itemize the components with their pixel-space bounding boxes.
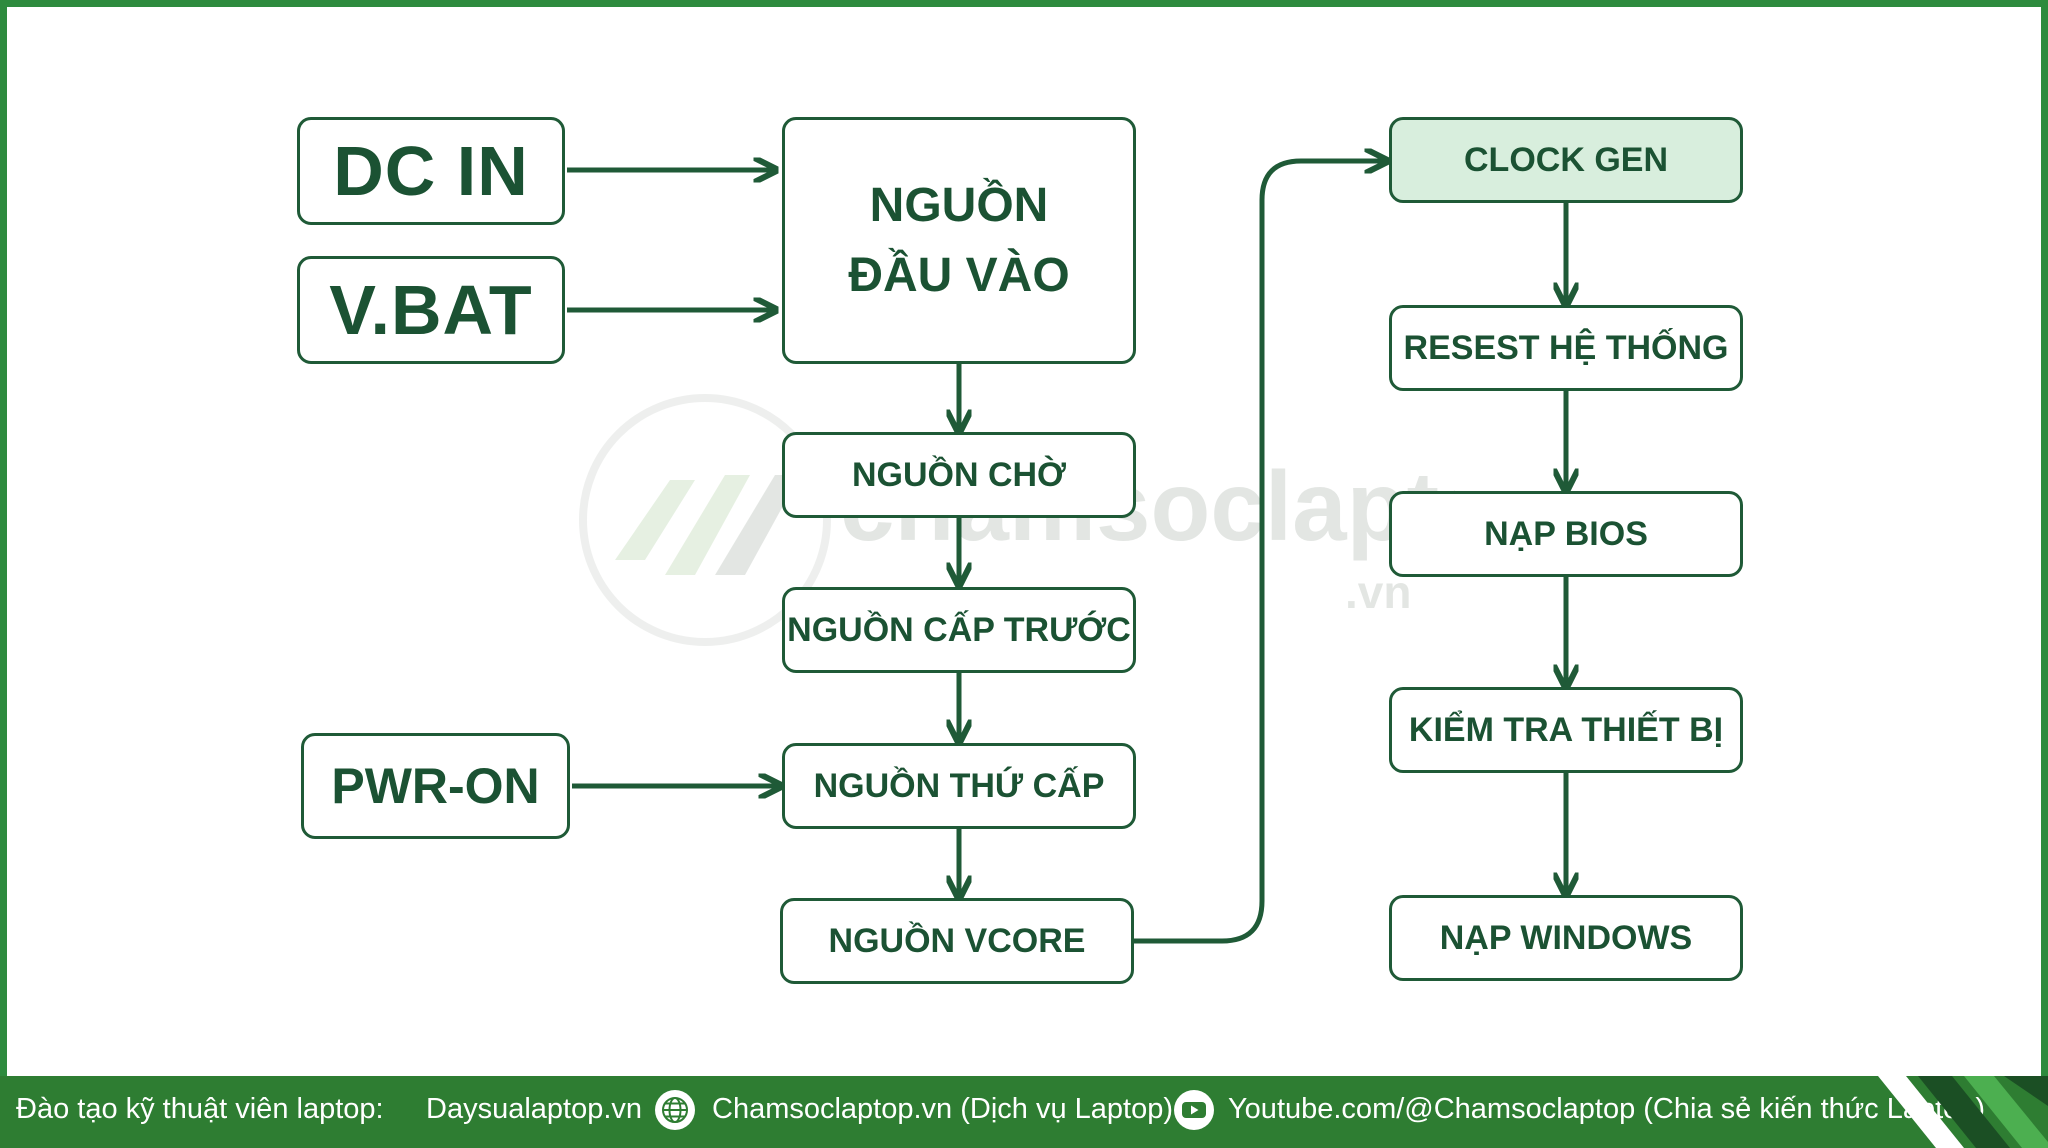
node-vbat-label: V.BAT bbox=[329, 271, 533, 349]
footer-web-link[interactable]: Chamsoclaptop.vn (Dịch vụ Laptop) bbox=[712, 1093, 1174, 1125]
node-clock-gen-label: CLOCK GEN bbox=[1464, 140, 1668, 179]
page-frame bbox=[0, 0, 2048, 1076]
node-kiem-tra-thiet-bi-label: KIỂM TRA THIẾT BỊ bbox=[1408, 710, 1724, 749]
node-pwr-on-label: PWR-ON bbox=[331, 758, 540, 814]
node-dc-in: DC IN bbox=[297, 117, 565, 225]
globe-icon bbox=[655, 1090, 695, 1130]
node-nguon-dau-vao-line2: ĐẦU VÀO bbox=[848, 248, 1070, 302]
node-nap-windows-label: NẠP WINDOWS bbox=[1439, 918, 1693, 957]
node-nap-windows: NẠP WINDOWS bbox=[1389, 895, 1743, 981]
node-nguon-cho: NGUỒN CHỜ bbox=[782, 432, 1136, 518]
arrow-vcore-to-clockgen bbox=[1134, 161, 1387, 944]
decorative-stripes bbox=[1878, 1076, 2048, 1148]
node-nguon-thu-cap-label: NGUỒN THỨ CẤP bbox=[813, 766, 1105, 805]
footer-bar: Đào tạo kỹ thuật viên laptop: Daysualapt… bbox=[0, 1076, 2048, 1148]
node-dc-in-label: DC IN bbox=[333, 132, 529, 210]
footer-training-site[interactable]: Daysualaptop.vn bbox=[426, 1093, 643, 1125]
node-pwr-on: PWR-ON bbox=[301, 733, 570, 839]
node-vbat: V.BAT bbox=[297, 256, 565, 364]
footer-training-label: Đào tạo kỹ thuật viên laptop: bbox=[16, 1093, 384, 1125]
node-clock-gen: CLOCK GEN bbox=[1389, 117, 1743, 203]
node-nguon-dau-vao-line1: NGUỒN bbox=[869, 178, 1049, 232]
node-nguon-thu-cap: NGUỒN THỨ CẤP bbox=[782, 743, 1136, 829]
node-nguon-cap-truoc-label: NGUỒN CẤP TRƯỚC bbox=[787, 610, 1131, 649]
node-nguon-vcore-label: NGUỒN VCORE bbox=[828, 921, 1086, 960]
node-nap-bios-label: NẠP BIOS bbox=[1484, 514, 1648, 553]
node-nguon-cho-label: NGUỒN CHỜ bbox=[851, 455, 1067, 494]
node-resest-he-thong-label: RESEST HỆ THỐNG bbox=[1403, 328, 1729, 367]
node-nguon-dau-vao: NGUỒN ĐẦU VÀO bbox=[782, 117, 1136, 364]
node-kiem-tra-thiet-bi: KIỂM TRA THIẾT BỊ bbox=[1389, 687, 1743, 773]
connectors bbox=[567, 0, 2048, 944]
footer-youtube-link[interactable]: Youtube.com/@Chamsoclaptop (Chia sẻ kiến… bbox=[1228, 1093, 1986, 1125]
node-nguon-cap-truoc: NGUỒN CẤP TRƯỚC bbox=[782, 587, 1136, 673]
youtube-icon bbox=[1174, 1090, 1214, 1130]
node-resest-he-thong: RESEST HỆ THỐNG bbox=[1389, 305, 1743, 391]
node-nguon-vcore: NGUỒN VCORE bbox=[780, 898, 1134, 984]
node-nap-bios: NẠP BIOS bbox=[1389, 491, 1743, 577]
